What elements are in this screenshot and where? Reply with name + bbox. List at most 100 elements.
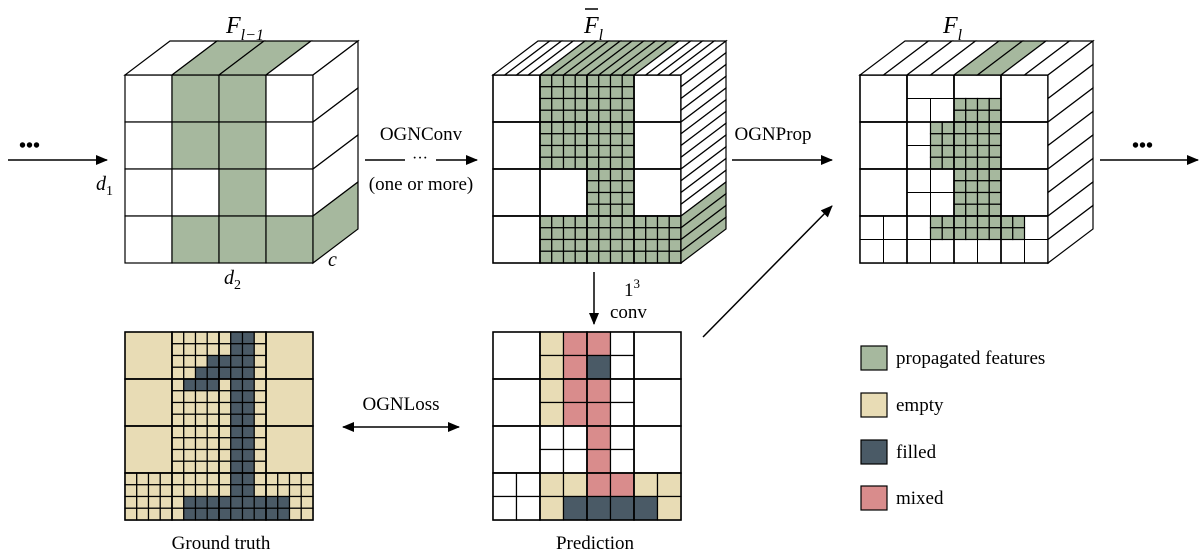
gt-empty-cell: [183, 484, 197, 498]
pred-sub-cell: [539, 425, 565, 451]
cube-mid-cell: [930, 98, 955, 123]
gt-empty-cell: [183, 401, 197, 415]
cube-fine-cell: [562, 144, 576, 158]
cube-cell: [171, 121, 220, 170]
gt-filled-cell: [230, 437, 244, 451]
cube-fine-cell: [586, 238, 600, 252]
gt-empty-cell: [159, 495, 173, 509]
cube-cell: [539, 168, 588, 217]
cube-fine-cell: [586, 215, 600, 229]
cube-mid-cell: [906, 168, 931, 193]
cube-fine-cell: [988, 97, 1002, 111]
gt-empty-cell: [159, 507, 173, 521]
pred-sub-cell: [562, 425, 588, 451]
cube-fine-cell: [621, 191, 635, 205]
gt-empty-cell: [171, 366, 185, 380]
cube-mid-cell: [1000, 239, 1025, 264]
cube-fine-cell: [656, 250, 670, 264]
cube-fine-cell: [645, 238, 659, 252]
gt-cell: [265, 378, 314, 427]
gt-filled-cell: [241, 343, 255, 357]
gt-filled-cell: [230, 495, 244, 509]
cube-fine-cell: [574, 238, 588, 252]
cube-cell: [859, 121, 908, 170]
gt-cell: [265, 425, 314, 474]
cube-cell: [492, 215, 541, 264]
caption-prediction: Prediction: [556, 533, 635, 554]
title-f-prev: Fl−1: [225, 13, 264, 44]
cube-fine-cell: [929, 121, 943, 135]
cube-fine-cell: [1012, 215, 1026, 229]
gt-empty-cell: [253, 425, 267, 439]
gt-empty-cell: [218, 472, 232, 486]
gt-empty-cell: [171, 343, 185, 357]
gt-filled-cell: [241, 448, 255, 462]
cube-fine-cell: [562, 250, 576, 264]
gt-filled-cell: [230, 390, 244, 404]
cube-mid-cell: [906, 215, 931, 240]
gt-filled-cell: [230, 331, 244, 345]
cube-fine-cell: [621, 109, 635, 123]
cube-fine-cell: [574, 74, 588, 88]
cube-fine-cell: [965, 144, 979, 158]
pred-sub-cell: [562, 495, 588, 521]
cube-mid-cell: [906, 145, 931, 170]
cube-fine-cell: [633, 215, 647, 229]
pred-sub-cell: [562, 401, 588, 427]
gt-filled-cell: [230, 472, 244, 486]
title-f-bar: Fl: [583, 8, 604, 44]
cube-fine-cell: [586, 144, 600, 158]
pred-sub-cell: [609, 425, 635, 451]
gt-cell-outline: [265, 472, 314, 521]
pred-sub-cell: [492, 472, 518, 498]
pred-sub-cell: [633, 472, 659, 498]
gt-empty-cell: [183, 354, 197, 368]
gt-filled-cell: [265, 507, 279, 521]
cube-cell: [1000, 121, 1049, 170]
cube-fine-cell: [1012, 227, 1026, 241]
title-f-out: Fl: [942, 13, 963, 44]
cube-cell: [633, 168, 682, 217]
gt-filled-cell: [230, 378, 244, 392]
gt-filled-cell: [230, 484, 244, 498]
pred-sub-cell: [609, 331, 635, 357]
gt-empty-cell: [183, 413, 197, 427]
arrow-ognconv: ···: [365, 150, 478, 167]
cube-fine-cell: [633, 238, 647, 252]
pred-sub-cell: [539, 495, 565, 521]
pred-sub-cell: [586, 331, 612, 357]
legend-label-empty: empty: [896, 395, 944, 416]
pred-cell: [492, 425, 541, 474]
cube-fine-cell: [929, 133, 943, 147]
cube-fine-cell: [562, 227, 576, 241]
cube-fine-cell: [574, 227, 588, 241]
cube-fine-cell: [621, 144, 635, 158]
gt-filled-cell: [241, 507, 255, 521]
gt-filled-cell: [241, 437, 255, 451]
cube-fine-cell: [941, 121, 955, 135]
cube-f-out: [858, 39, 1095, 265]
gt-filled-cell: [230, 425, 244, 439]
cube-fine-cell: [586, 168, 600, 182]
cube-fine-cell: [976, 97, 990, 111]
cube-fine-cell: [976, 215, 990, 229]
gt-filled-cell: [277, 495, 291, 509]
gt-filled-cell: [206, 366, 220, 380]
cube-fine-cell: [988, 144, 1002, 158]
legend-swatch-filled: [860, 439, 888, 465]
gt-filled-cell: [230, 401, 244, 415]
legend-swatch-mixed: [860, 485, 888, 511]
gt-empty-cell: [194, 460, 208, 474]
gt-empty-cell: [124, 472, 138, 486]
pred-sub-cell: [609, 448, 635, 474]
cube-cell: [265, 215, 314, 264]
gt-empty-cell: [265, 472, 279, 486]
cube-fine-cell: [976, 156, 990, 170]
cube-fine-cell: [941, 156, 955, 170]
pred-sub-cell: [586, 401, 612, 427]
legend-swatch-propagated: [860, 345, 888, 371]
gt-filled-cell: [241, 366, 255, 380]
cube-fine-cell: [574, 250, 588, 264]
gt-empty-cell: [171, 472, 185, 486]
gt-filled-cell: [183, 507, 197, 521]
